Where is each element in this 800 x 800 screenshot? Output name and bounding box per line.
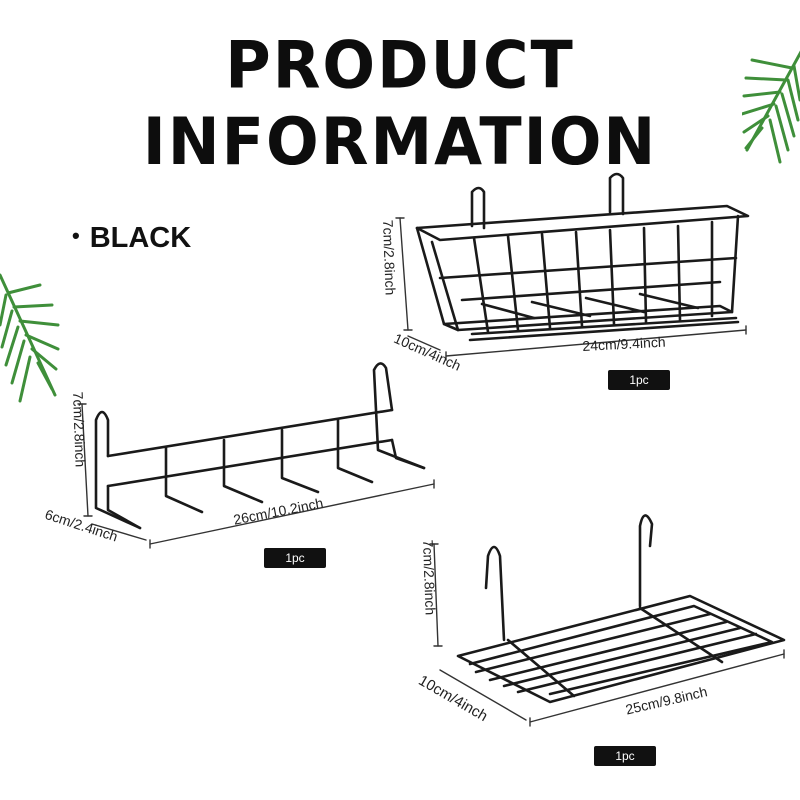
hook-rack-height-label: 7cm/2.8inch [70,391,89,468]
color-option-label: • BLACK [72,222,191,255]
wire-shelf-illustration [456,514,786,704]
hook-rack-quantity-badge: 1pc [264,548,326,568]
bullet-icon: • [72,223,80,248]
basket-quantity-badge: 1pc [608,370,670,390]
dimension-lines [77,217,785,727]
palm-leaf-right-icon [742,50,800,164]
page-title: PRODUCT INFORMATION [142,26,658,180]
shelf-height-label: 7cm/2.8inch [420,539,439,616]
basket-height-label: 7cm/2.8inch [380,219,399,296]
palm-leaf-left-icon [0,273,60,403]
wire-basket-illustration [415,172,750,342]
shelf-quantity-badge: 1pc [594,746,656,766]
color-name: BLACK [89,222,192,254]
hook-rack-illustration [94,362,426,530]
